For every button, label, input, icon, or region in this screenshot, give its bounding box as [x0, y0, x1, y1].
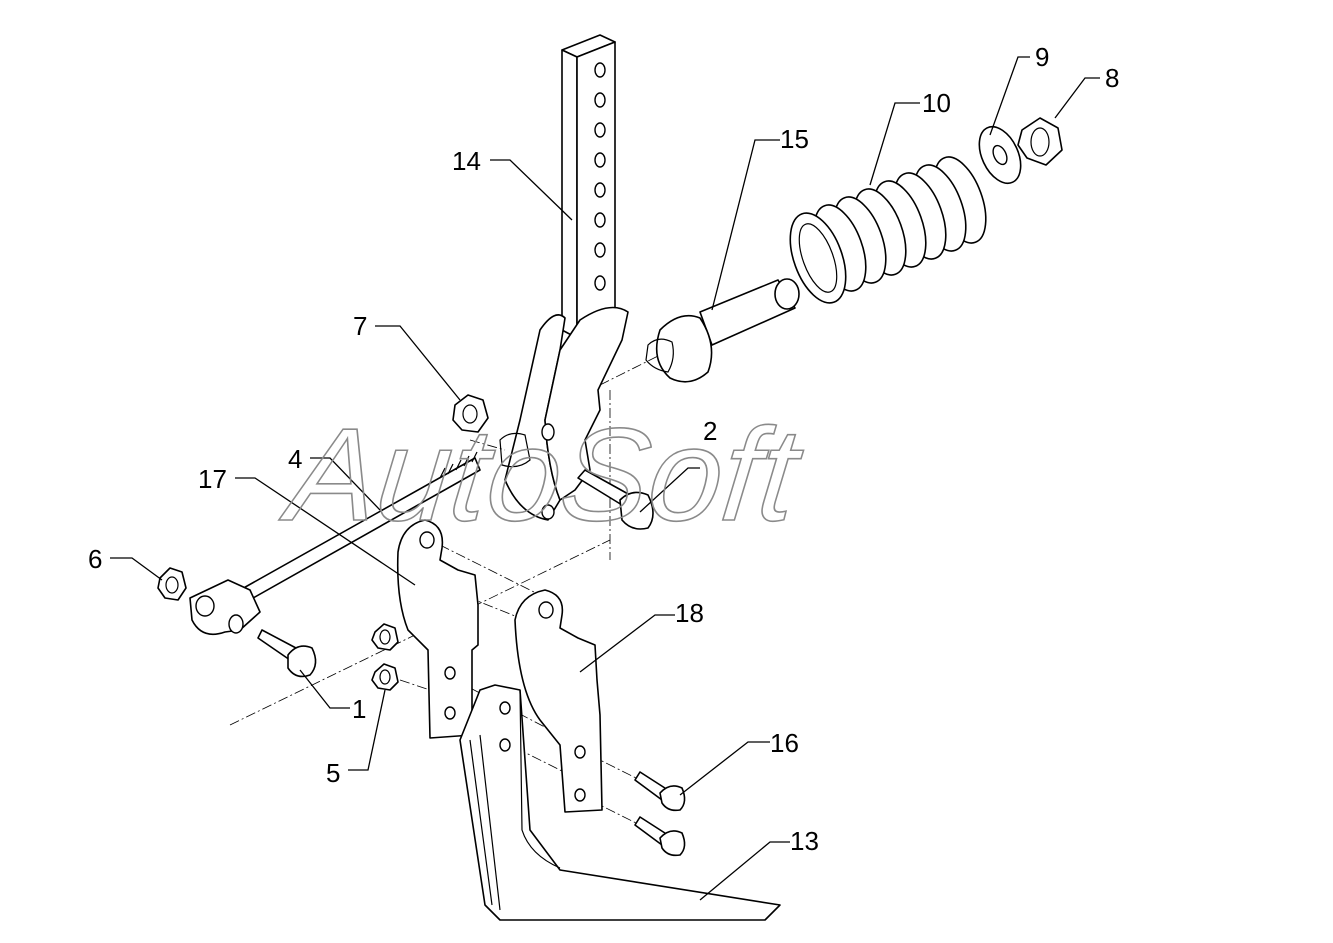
callout-16: 13	[790, 826, 819, 856]
callout-7: 7	[353, 311, 367, 341]
callout-18: 18	[675, 598, 704, 628]
part-8-nut	[1017, 117, 1063, 166]
upper-bracket	[499, 306, 629, 521]
callout-1: 1	[352, 694, 366, 724]
part-10-coil-spring	[789, 156, 987, 304]
callout-5: 5	[326, 758, 340, 788]
part-4-threaded-rod	[189, 451, 481, 636]
callout-2: 2	[703, 416, 717, 446]
callout-10: 10	[922, 88, 951, 118]
callout-13: 14	[452, 146, 481, 176]
part-9-washer	[978, 125, 1022, 185]
part-18-bracket-plate	[514, 589, 603, 813]
part-13-perforated-bar	[561, 34, 616, 339]
part-1-bolt	[257, 629, 317, 678]
callout-8: 8	[1105, 63, 1119, 93]
callout-9: 9	[1035, 42, 1049, 72]
callout-labels: 14 15 10 9 8 7 2 4 17 6 1 5 18 16 13	[88, 42, 1119, 856]
part-6-nut	[157, 567, 187, 601]
part-16-tine	[459, 684, 781, 921]
part-14-spring-rod	[645, 278, 800, 383]
part-5-nuts	[371, 623, 399, 691]
callout-6: 6	[88, 544, 102, 574]
part-15-bolts	[634, 771, 686, 857]
callout-4: 4	[288, 444, 302, 474]
part-2-bolt	[577, 469, 654, 530]
part-17-bracket-plate	[396, 519, 479, 739]
part-7-nut	[452, 394, 489, 433]
callout-14: 15	[780, 124, 809, 154]
leader-lines	[110, 56, 1100, 901]
callout-15: 16	[770, 728, 799, 758]
watermark-text: AutoSoft	[275, 401, 809, 549]
callout-17: 17	[198, 464, 227, 494]
